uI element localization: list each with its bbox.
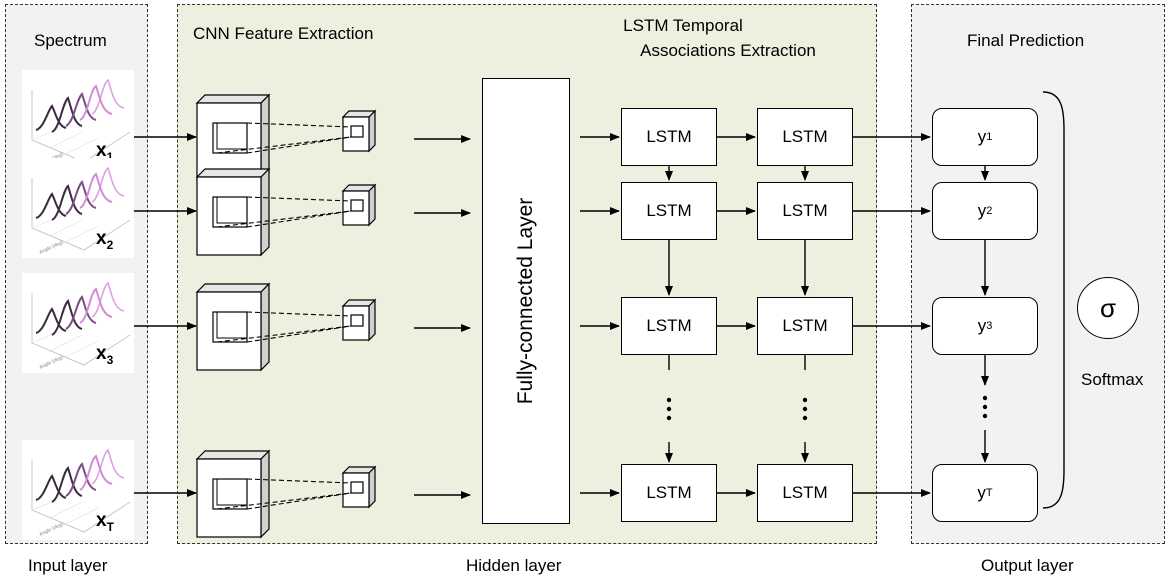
cnn-feature-map-icon <box>195 93 377 183</box>
hidden-layer-caption: Hidden layer <box>466 556 562 575</box>
output-layer-panel <box>911 4 1165 544</box>
softmax-label: Softmax <box>1081 370 1144 389</box>
input-panel-title: Spectrum <box>34 31 107 50</box>
spectrum-thumbnail: Angle (deg) <box>22 440 134 540</box>
input-label-sub: 1 <box>106 149 114 164</box>
spectrum-plot-icon: Angle (deg) <box>22 70 134 170</box>
input-label-sub: T <box>106 519 114 534</box>
input-label-base: x <box>96 228 107 249</box>
ellipsis-dot <box>982 413 988 419</box>
spectrum-thumbnail: Angle (deg) <box>22 273 134 373</box>
output-label-base: y <box>977 201 987 220</box>
lstm-cell: LSTM <box>621 297 717 355</box>
spectrum-plot-icon: Angle (deg) <box>22 158 134 258</box>
output-panel-title: Final Prediction <box>967 31 1085 50</box>
lstm-cell: LSTM <box>757 182 853 240</box>
spectrum-thumbnail: Angle (deg) <box>22 70 134 170</box>
ellipsis-dot <box>982 404 988 410</box>
lstm-cell: LSTM <box>621 464 717 522</box>
cnn-block <box>195 93 415 190</box>
fully-connected-layer: Fully-connected Layer <box>482 78 570 524</box>
ellipsis-dot <box>666 415 672 421</box>
input-label-sub: 3 <box>106 352 114 367</box>
lstm-cell: LSTM <box>621 108 717 166</box>
lstm-title-line1: LSTM Temporal <box>623 16 743 35</box>
input-label: x3 <box>96 343 113 367</box>
spectrum-plot-icon: Angle (deg) <box>22 440 134 540</box>
input-label-base: x <box>96 343 107 364</box>
cnn-feature-map-icon <box>195 282 377 372</box>
softmax-sigma-node: σ <box>1077 277 1139 339</box>
input-label: xT <box>96 510 114 534</box>
lstm-cell: LSTM <box>757 464 853 522</box>
output-label-base: y <box>977 316 987 335</box>
output-layer-caption: Output layer <box>981 556 1074 575</box>
ellipsis-dot <box>802 397 808 403</box>
output-label-sub: T <box>985 487 993 499</box>
input-label: x2 <box>96 228 113 252</box>
output-label-sub: 3 <box>986 320 993 332</box>
output-label-base: y <box>977 483 986 502</box>
ellipsis-dot <box>666 406 672 412</box>
ellipsis-dot <box>982 395 988 401</box>
input-label-base: x <box>96 510 107 531</box>
lstm-title-line2: Associations Extraction <box>640 41 816 60</box>
output-brace <box>1042 91 1065 509</box>
cnn-title: CNN Feature Extraction <box>193 24 374 43</box>
input-label: x1 <box>96 140 113 164</box>
output-label-sub: 1 <box>986 131 993 143</box>
input-label-sub: 2 <box>106 237 114 252</box>
spectrum-thumbnail: Angle (deg) <box>22 158 134 258</box>
output-label-sub: 2 <box>986 205 993 217</box>
output-label-base: y <box>977 127 987 146</box>
lstm-cell: LSTM <box>757 108 853 166</box>
ellipsis-dot <box>802 415 808 421</box>
ellipsis-dot <box>666 397 672 403</box>
cnn-feature-map-icon <box>195 167 377 257</box>
input-layer-caption: Input layer <box>28 556 108 575</box>
input-label-base: x <box>96 140 107 161</box>
ellipsis-dot <box>802 406 808 412</box>
cnn-block <box>195 282 415 379</box>
cnn-feature-map-icon <box>195 449 377 539</box>
lstm-cell: LSTM <box>621 182 717 240</box>
cnn-block <box>195 167 415 264</box>
lstm-cell: LSTM <box>757 297 853 355</box>
cnn-block <box>195 449 415 546</box>
spectrum-plot-icon: Angle (deg) <box>22 273 134 373</box>
